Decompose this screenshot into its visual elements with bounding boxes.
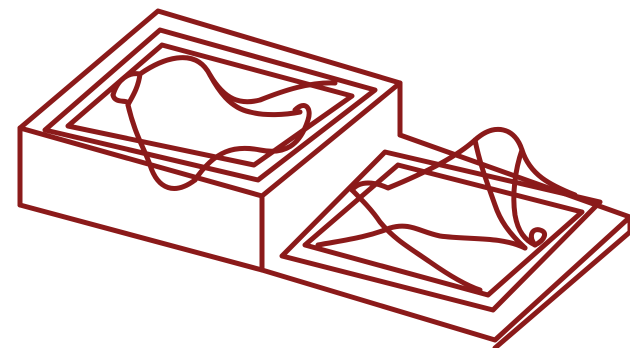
tall-block-membrane-fold [207, 72, 303, 118]
tall-block-membrane-crease [125, 71, 143, 108]
tall-block-top-inner [42, 27, 378, 183]
low-block-membrane-ridge [511, 147, 538, 248]
low-block-membrane-fold [472, 137, 528, 251]
tall-block-front-bottom [17, 202, 265, 273]
low-block-membrane-right [528, 227, 548, 248]
tall-block-membrane-bottom [192, 103, 312, 183]
tall-block-window [65, 42, 355, 168]
tall-block-membrane-left [110, 92, 198, 191]
low-block-membrane-valley [315, 223, 528, 251]
tall-block [17, 8, 403, 273]
low-block-top-inner [279, 149, 603, 313]
low-block-front-bottom [492, 229, 630, 351]
low-block-membrane-left [349, 187, 483, 293]
low-block-window [302, 162, 585, 298]
low-block [259, 127, 630, 351]
